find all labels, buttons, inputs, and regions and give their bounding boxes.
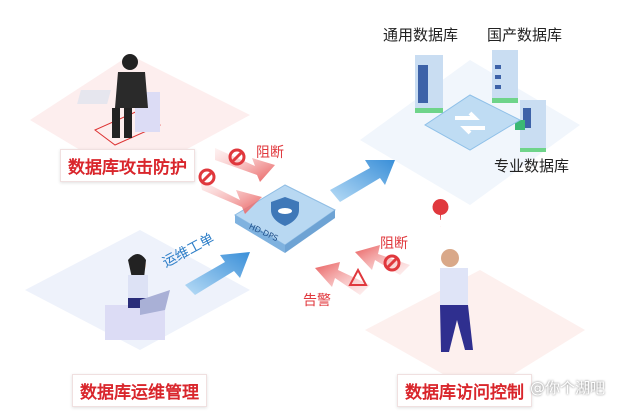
warning-icon xyxy=(348,267,368,286)
alert-arrow xyxy=(315,262,370,295)
server-domestic-icon xyxy=(492,50,518,103)
ops-management-label: 数据库运维管理 xyxy=(72,374,207,407)
attack-protection-label: 数据库攻击防护 xyxy=(60,149,195,182)
db-general-label: 通用数据库 xyxy=(383,26,459,44)
alert-label: 告警 xyxy=(303,293,331,309)
block-label-top: 阻断 xyxy=(256,145,284,161)
db-domestic-label: 国产数据库 xyxy=(487,26,563,44)
server-special-icon xyxy=(515,100,546,152)
hacker-figure xyxy=(77,54,161,146)
exclamation-icon xyxy=(432,199,449,227)
watermark: @你个湖吧 xyxy=(530,379,606,397)
server-general-icon xyxy=(415,55,443,113)
block-arrow-1 xyxy=(200,180,262,214)
switch-icon xyxy=(424,94,522,151)
block-label-right: 阻断 xyxy=(380,236,408,252)
db-special-label: 专业数据库 xyxy=(494,157,570,175)
access-platform xyxy=(365,270,585,395)
ops-arrow xyxy=(185,252,250,295)
user-figure: ! xyxy=(432,199,473,352)
svg-text:!: ! xyxy=(438,218,443,232)
access-control-label: 数据库访问控制 xyxy=(397,374,532,407)
operator-figure xyxy=(105,254,170,340)
block-icon xyxy=(198,168,216,186)
block-icon xyxy=(228,148,246,166)
data-arrow-out xyxy=(330,160,395,202)
block-icon xyxy=(383,254,401,272)
hd-dps-device xyxy=(234,184,336,253)
